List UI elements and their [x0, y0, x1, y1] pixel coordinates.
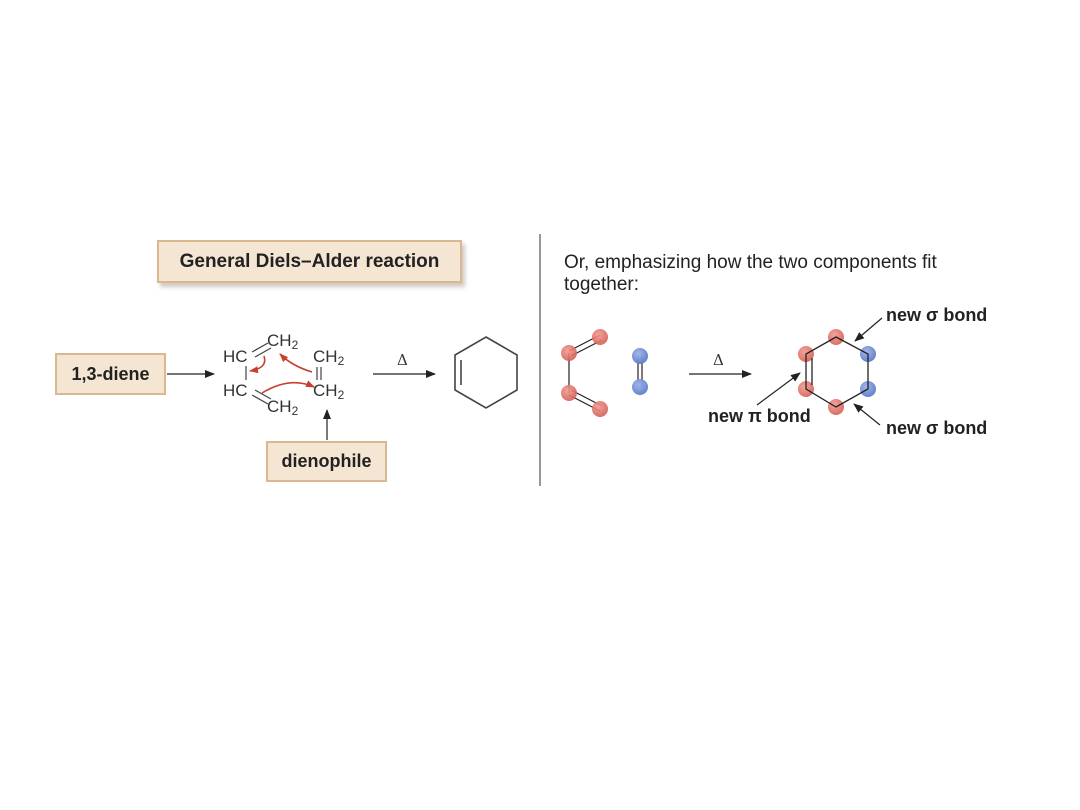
new-sigma-bond-label-top: new σ bond [886, 305, 988, 325]
diene-hc-bottom: HC [223, 381, 248, 400]
diene-bonds [245, 342, 272, 405]
diene-model [561, 329, 608, 417]
new-pi-bond-label: new π bond [708, 406, 811, 426]
diene-ch2-bottom: CH2 [267, 397, 299, 418]
dienophile-ch2-top: CH2 [313, 347, 345, 368]
heat-symbol-left: Δ [397, 351, 408, 369]
diene-ch2-top: CH2 [267, 331, 299, 352]
new-sigma-bond-label-bottom: new σ bond [886, 418, 988, 438]
heat-symbol-right: Δ [713, 351, 724, 369]
diene-hc-top: HC [223, 347, 248, 366]
sigma-top-pointer [854, 317, 883, 342]
dienophile-label: dienophile [266, 441, 387, 482]
dienophile-model [632, 348, 648, 395]
cyclohexene-product [454, 336, 518, 409]
electron-push-arrows [249, 353, 315, 394]
pi-pointer [756, 372, 801, 406]
dienophile-ch2-bottom: CH2 [313, 381, 345, 402]
sigma-bottom-pointer [853, 403, 881, 426]
product-model [798, 329, 876, 415]
dienophile-double-bond [316, 367, 322, 380]
intro-text: Or, emphasizing how the two components f… [564, 252, 937, 295]
reaction-title: General Diels–Alder reaction [157, 240, 462, 283]
diene-label: 1,3-diene [55, 353, 166, 395]
